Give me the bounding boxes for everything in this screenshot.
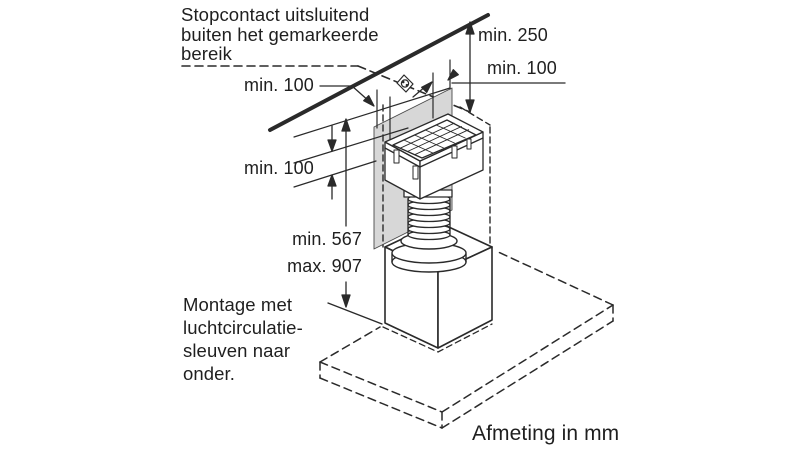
mounting-note-leader [327,302,383,325]
socket-restriction-note: Stopcontact uitsluitend buiten het gemar… [181,4,379,64]
flexible-duct [403,189,453,241]
dimension-label-height-max: max. 907 [287,256,362,276]
units-caption: Afmeting in mm [472,422,620,445]
dimension-ceiling-clearance [465,21,475,113]
dimension-side-clearance [319,85,375,107]
filter-clips [393,138,472,180]
mounting-orientation-note: Montage met luchtcirculatie-sleuven naar… [183,294,303,384]
dimension-band-height [327,125,337,200]
dimension-label-side-clearance: min. 100 [244,75,314,95]
chimney-box-right-face [437,246,493,349]
dimension-label-band-height: min. 100 [244,158,314,178]
unit-envelope-dashed [382,104,491,248]
filter-grid-lines [399,122,470,156]
extension-line-a [293,87,451,138]
extension-line-b [293,127,409,164]
carbon-filter-unit [384,113,484,200]
power-socket-icon [396,74,414,93]
marked-area-boundary-dashed-diagonal [357,65,471,113]
dimension-height-range [341,118,351,308]
countertop-outline [319,250,614,429]
chimney-box-dashed-underline [382,323,493,353]
ceiling-line [268,13,490,132]
dimension-label-corner-clearance: min. 100 [487,58,557,78]
dimension-label-height-min: min. 567 [292,229,362,249]
dimension-label-ceiling-clearance: min. 250 [478,25,548,45]
extension-line-c [293,160,377,188]
dimension-corner-clearance [412,69,566,98]
